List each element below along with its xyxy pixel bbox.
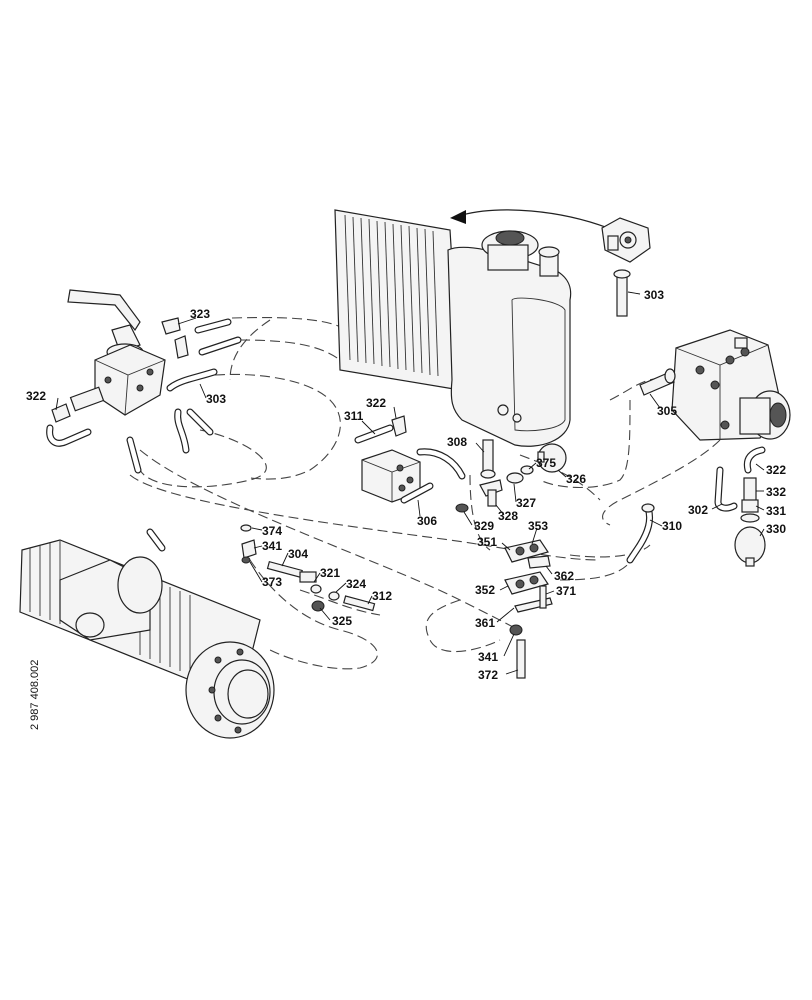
valve-block xyxy=(354,415,466,504)
label-329: 329 xyxy=(474,519,494,533)
label-303-right: 303 xyxy=(644,288,664,302)
small-fittings-left xyxy=(240,524,376,612)
pump-top xyxy=(601,217,651,263)
label-352: 352 xyxy=(475,583,495,597)
label-311: 311 xyxy=(344,409,364,423)
label-341-lower: 341 xyxy=(478,650,498,664)
label-310: 310 xyxy=(662,519,682,533)
hose-302 xyxy=(714,466,738,512)
hose-310 xyxy=(626,503,655,564)
label-372: 372 xyxy=(478,668,498,682)
label-304: 304 xyxy=(288,547,308,561)
label-373: 373 xyxy=(262,575,282,589)
label-351: 351 xyxy=(477,535,497,549)
label-323: 323 xyxy=(190,307,210,321)
hose-303-right xyxy=(613,269,631,317)
label-371: 371 xyxy=(556,584,576,598)
label-361: 361 xyxy=(475,616,495,630)
fittings-center xyxy=(455,439,567,513)
label-331: 331 xyxy=(766,504,786,518)
label-325: 325 xyxy=(332,614,352,628)
label-305: 305 xyxy=(657,404,677,418)
label-353: 353 xyxy=(528,519,548,533)
pipe-clamps xyxy=(504,539,553,679)
part-labels: 303 323 303 322 311 322 308 326 375 327 … xyxy=(26,288,786,682)
label-302: 302 xyxy=(688,503,708,517)
hose-303-left xyxy=(166,368,218,392)
axle-assembly xyxy=(19,528,275,739)
label-328: 328 xyxy=(498,509,518,523)
document-number: 2 987 408.002 xyxy=(29,660,41,730)
label-362: 362 xyxy=(554,569,574,583)
hand-pump-valve xyxy=(67,289,166,416)
label-312: 312 xyxy=(372,589,392,603)
label-306: 306 xyxy=(417,514,437,528)
label-341-upper: 341 xyxy=(262,539,282,553)
assembly-arrow xyxy=(450,209,609,229)
label-308: 308 xyxy=(447,435,467,449)
label-327: 327 xyxy=(516,496,536,510)
accumulator-right xyxy=(734,446,766,567)
label-322-center: 322 xyxy=(366,396,386,410)
label-322-right: 322 xyxy=(766,463,786,477)
label-324: 324 xyxy=(346,577,366,591)
leader-lines xyxy=(55,291,765,675)
label-332: 332 xyxy=(766,485,786,499)
label-321: 321 xyxy=(320,566,340,580)
hoses-322-left xyxy=(46,403,214,474)
fittings-323 xyxy=(161,317,242,359)
label-326: 326 xyxy=(566,472,586,486)
label-322-left: 322 xyxy=(26,389,46,403)
label-330: 330 xyxy=(766,522,786,536)
label-375: 375 xyxy=(536,456,556,470)
main-pump-assembly xyxy=(671,329,791,441)
radiator-and-tank xyxy=(334,209,572,447)
label-303-left: 303 xyxy=(206,392,226,406)
label-374: 374 xyxy=(262,524,282,538)
hose-305 xyxy=(639,368,676,396)
